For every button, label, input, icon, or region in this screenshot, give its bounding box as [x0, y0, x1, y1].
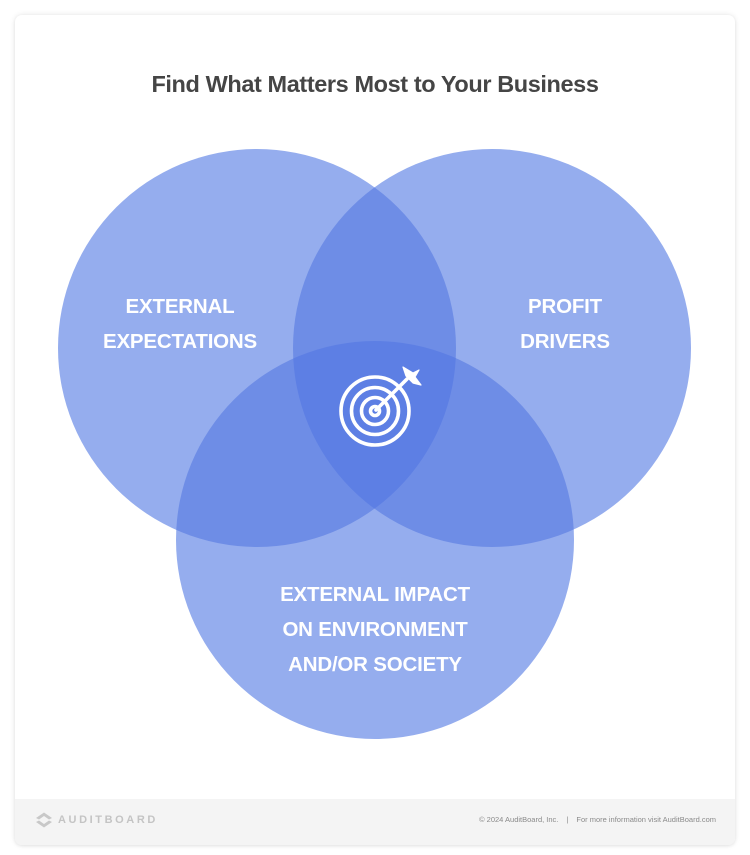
footer: AUDITBOARD © 2024 AuditBoard, Inc. | For… — [15, 799, 735, 845]
label-line: PROFIT — [528, 295, 602, 318]
venn-diagram — [58, 149, 691, 739]
page-title: Find What Matters Most to Your Business — [151, 71, 599, 97]
logo-text: AUDITBOARD — [58, 814, 158, 826]
label-profit-drivers: PROFIT DRIVERS — [485, 289, 645, 359]
label-line: ON ENVIRONMENT — [282, 618, 468, 641]
auditboard-logo-icon — [36, 812, 52, 828]
label-line: EXPECTATIONS — [102, 330, 258, 353]
footer-separator: | — [566, 815, 569, 824]
more-info-link[interactable]: For more information visit AuditBoard.co… — [576, 815, 716, 824]
footer-info: © 2024 AuditBoard, Inc. | For more infor… — [479, 815, 716, 824]
label-line: DRIVERS — [520, 330, 610, 353]
label-external-impact: EXTERNAL IMPACT ON ENVIRONMENT AND/OR SO… — [245, 577, 505, 682]
copyright-text: © 2024 AuditBoard, Inc. — [479, 815, 559, 824]
auditboard-logo: AUDITBOARD — [35, 812, 158, 828]
label-line: AND/OR SOCIETY — [288, 653, 462, 676]
target-with-arrow-icon — [339, 366, 422, 447]
label-line: EXTERNAL IMPACT — [280, 583, 470, 606]
label-line: EXTERNAL — [125, 295, 235, 318]
label-external-expectations: EXTERNAL EXPECTATIONS — [77, 289, 283, 359]
infographic-card: Find What Matters Most to Your Business — [15, 15, 735, 845]
